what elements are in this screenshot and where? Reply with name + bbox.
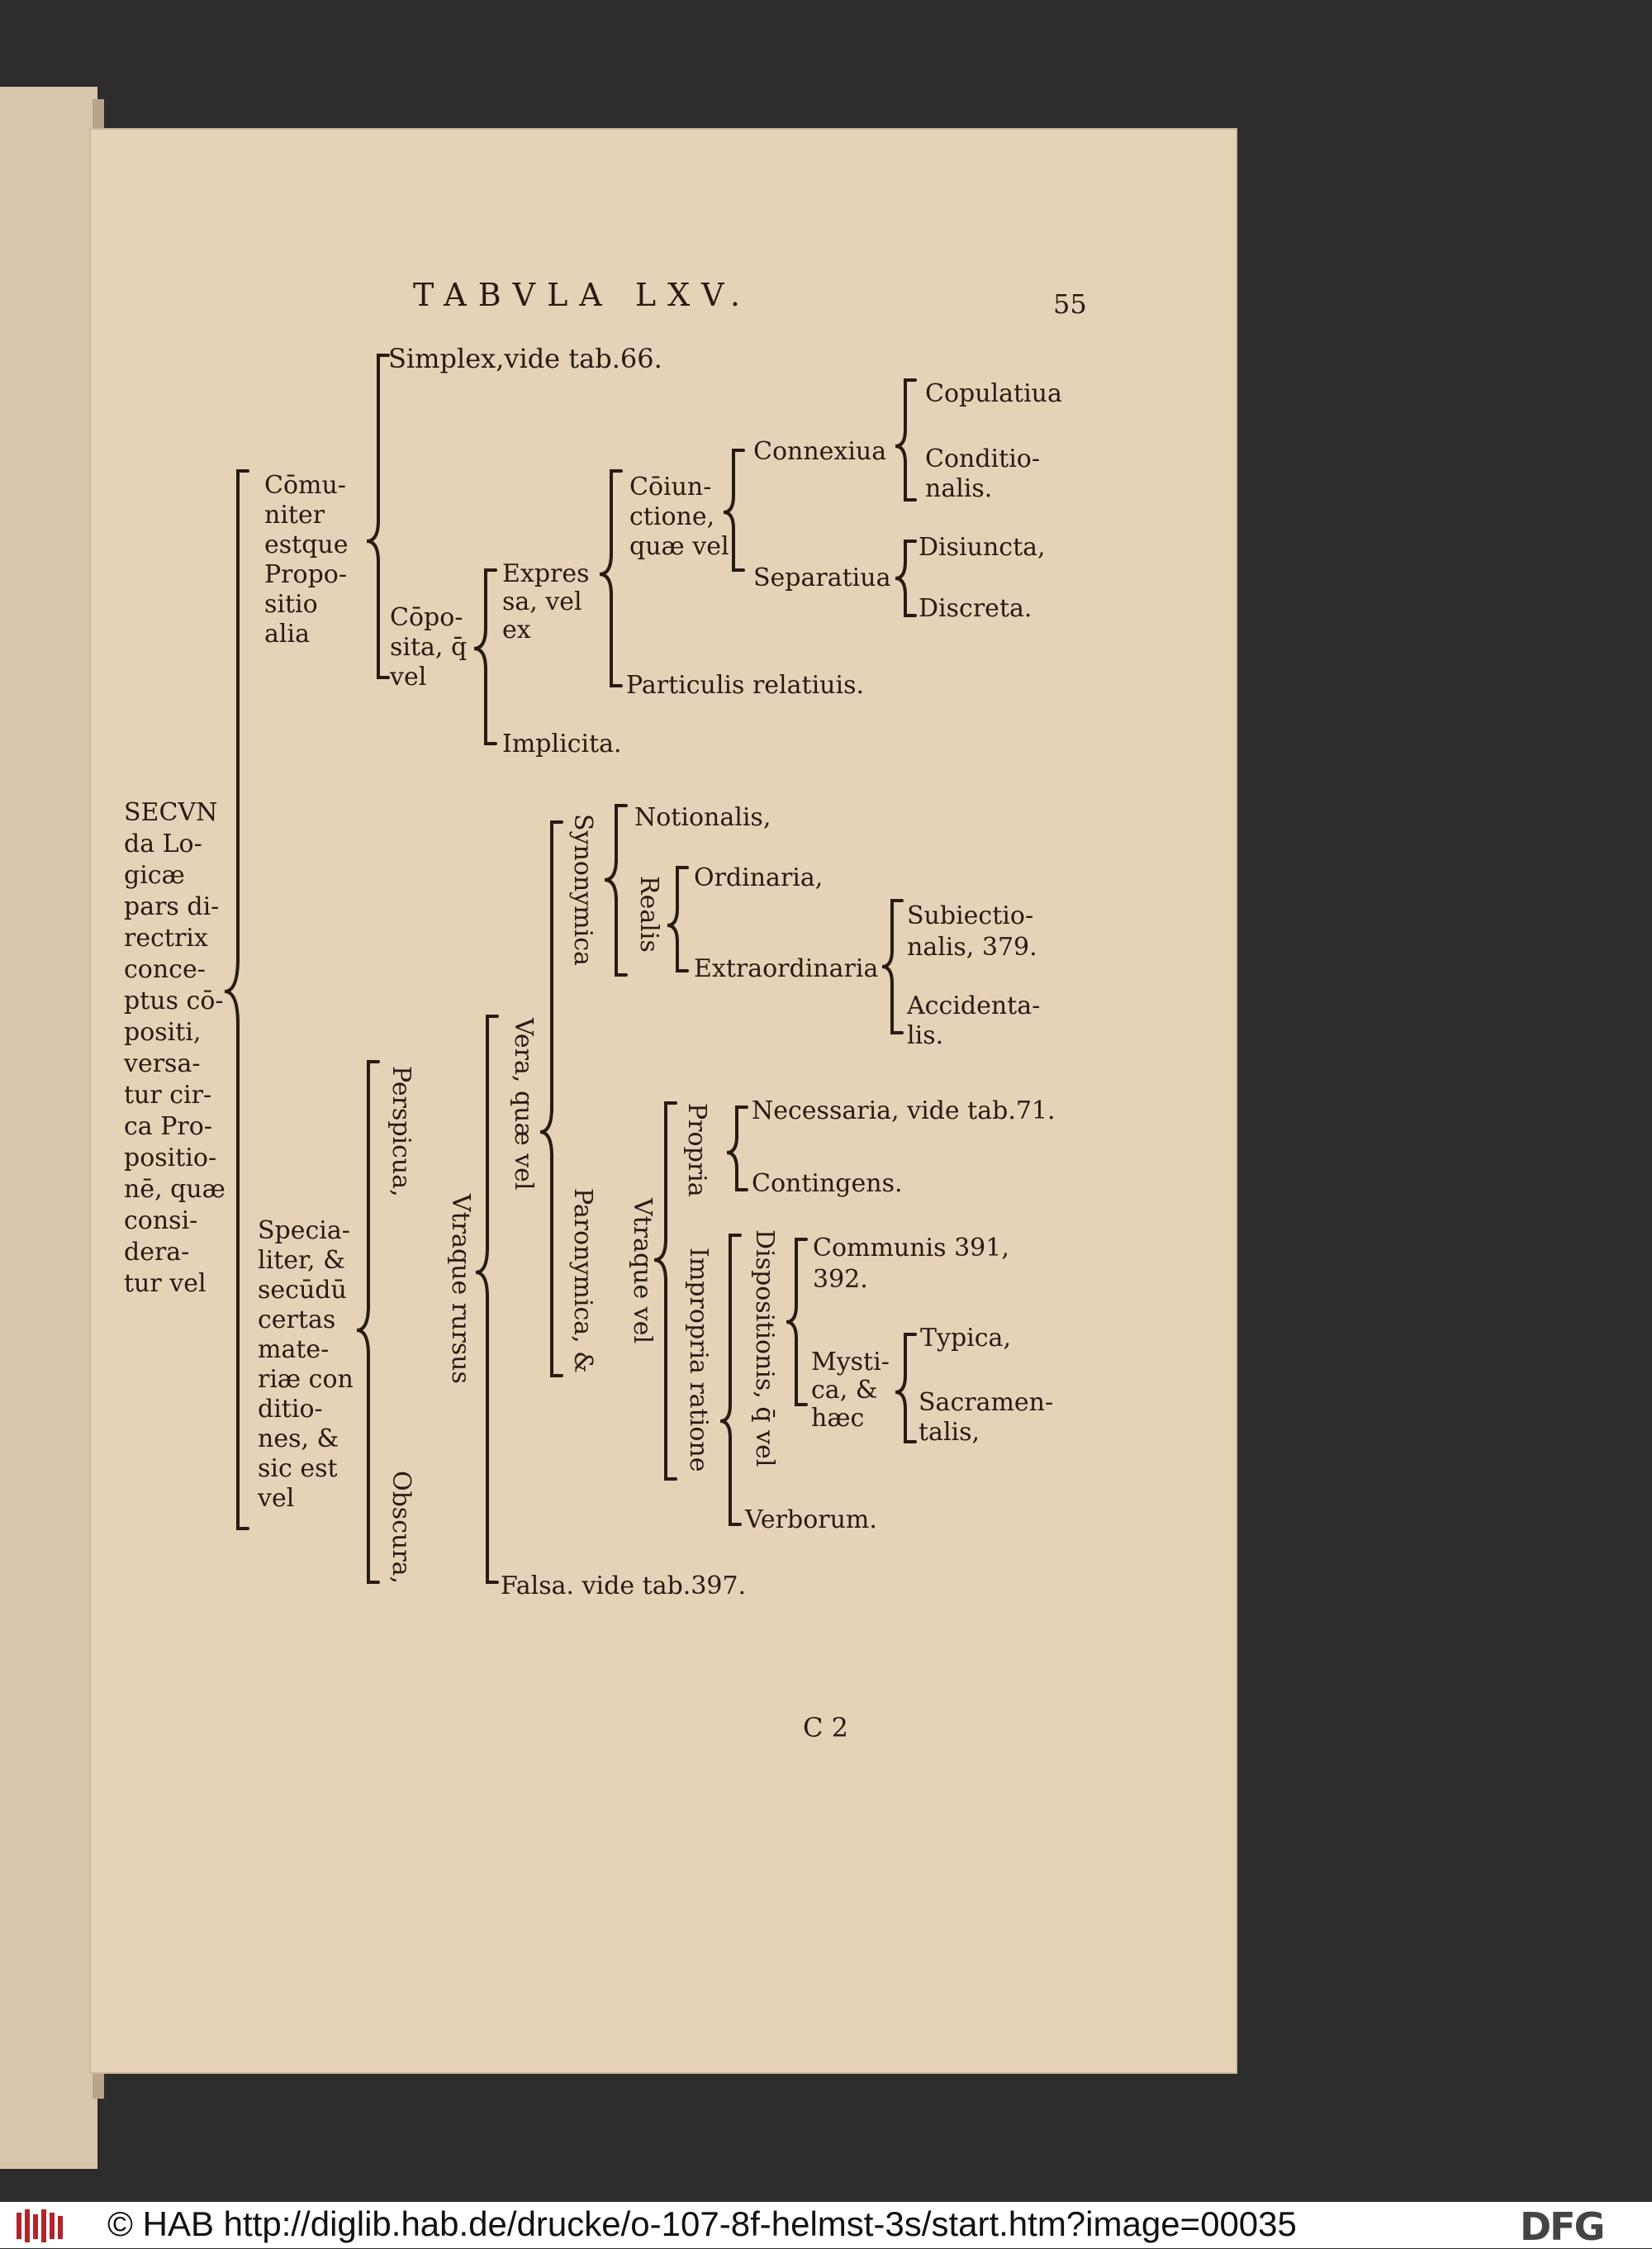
node-ordinaria: Ordinaria,	[694, 863, 824, 892]
dfg-logo-icon: DFG	[1520, 2204, 1605, 2249]
node-realis: Realis	[634, 876, 663, 953]
node-extraordinaria: Extraordinaria	[694, 954, 879, 983]
bracket-synonymica	[604, 804, 628, 977]
node-communis: Communis 391, 392.	[813, 1234, 1009, 1294]
node-paronymica: Paronymica, &	[568, 1188, 597, 1373]
bracket-paronymica	[653, 1101, 677, 1481]
node-subiectionalis: Subiectio- nalis, 379.	[907, 901, 1037, 962]
node-discreta: Discreta.	[919, 594, 1032, 623]
node-specialiter: Specia- liter, & secūdū certas mate- riæ…	[258, 1216, 354, 1513]
node-vera: Vera, quæ vel	[509, 1018, 538, 1191]
node-coniunctione: Cōiun- ctione, quæ vel	[629, 473, 729, 561]
node-simplex: Simplex,vide tab.66.	[388, 343, 662, 374]
node-composita: Cōpo- sita, q̄ vel	[390, 603, 468, 692]
node-obscura: Obscura,	[387, 1471, 415, 1585]
node-contingens: Contingens.	[752, 1169, 903, 1198]
hab-logo-icon	[17, 2209, 63, 2242]
node-copulatiua: Copulatiua	[925, 379, 1062, 408]
node-propria: Propria	[682, 1103, 711, 1197]
bracket-separatiua	[895, 540, 917, 617]
node-mystica: Mysti- ca, & hæc	[811, 1348, 890, 1433]
footer-source-link[interactable]: © HAB http://diglib.hab.de/drucke/o-107-…	[107, 2204, 1297, 2243]
facing-page-edge	[0, 87, 97, 2169]
node-necessaria: Necessaria, vide tab.71.	[752, 1096, 1056, 1125]
page-heading: TABVLA LXV.	[413, 277, 752, 313]
bracket-mystica	[895, 1333, 917, 1443]
book-page	[89, 128, 1237, 2074]
bracket-propria	[726, 1105, 748, 1191]
signature-mark: C 2	[803, 1712, 849, 1743]
node-accidentalis: Accidenta- lis.	[907, 991, 1041, 1050]
node-disiuncta: Disiuncta,	[919, 533, 1046, 562]
node-implicita: Implicita.	[502, 730, 622, 758]
node-verborum: Verborum.	[745, 1505, 877, 1534]
node-falsa: Falsa. vide tab.397.	[501, 1571, 747, 1600]
node-synonymica: Synonymica	[568, 814, 597, 966]
page-number: 55	[1053, 288, 1087, 320]
bracket-vera-falsa	[475, 1015, 499, 1584]
node-sacramentalis: Sacramen- talis,	[919, 1388, 1054, 1447]
node-communiter: Cōmu- niter estque Propo- sitio alia	[264, 471, 349, 649]
node-expressa: Expres sa, vel ex	[502, 559, 590, 644]
node-impropria: Impropria ratione	[684, 1248, 713, 1472]
bracket-impropria	[719, 1234, 742, 1526]
bracket-connexiua	[895, 378, 917, 502]
node-conditionalis: Conditio- nalis.	[925, 445, 1040, 503]
bracket-perspicua	[356, 1060, 380, 1584]
node-typica: Typica,	[920, 1324, 1011, 1353]
node-dispositionis: Dispositionis, q̄ vel	[750, 1229, 779, 1467]
bracket-communiter	[366, 354, 390, 679]
root-node: SECVN da Lo- gicæ pars di- rectrix conce…	[124, 798, 225, 1298]
node-perspicua: Perspicua,	[387, 1066, 415, 1197]
node-vtraque-vel: Vtraque vel	[628, 1198, 657, 1344]
bracket-realis	[667, 866, 689, 972]
bracket-vera	[539, 820, 563, 1377]
node-notionalis: Notionalis,	[634, 803, 771, 832]
node-separatiua: Separatiua	[753, 563, 891, 592]
bracket-expressa	[599, 469, 623, 687]
bracket-composita	[473, 568, 497, 745]
node-particulis: Particulis relatiuis.	[626, 671, 865, 700]
bracket-dispositionis	[786, 1238, 808, 1406]
node-vtraque-rursus: Vtraque rursus	[446, 1194, 475, 1384]
node-connexiua: Connexiua	[753, 437, 887, 466]
bracket-coniunctione	[723, 449, 745, 572]
bracket-root	[224, 469, 249, 1530]
footer-bar	[0, 2202, 1652, 2248]
bracket-extraordinaria	[881, 899, 904, 1034]
